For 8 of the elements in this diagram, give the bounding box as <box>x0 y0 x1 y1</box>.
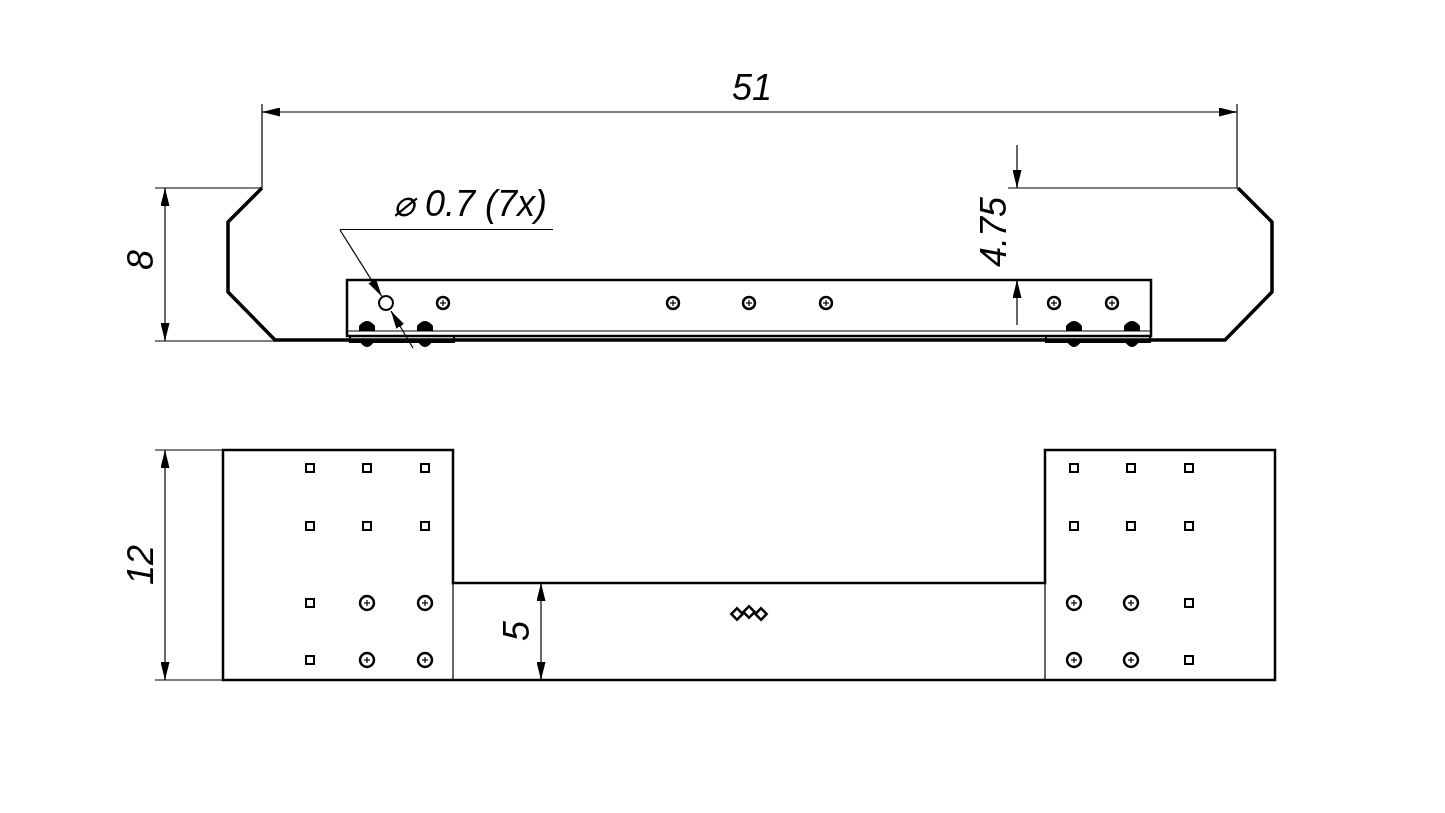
dimension-value: 12 <box>123 545 159 585</box>
dimension-value: 51 <box>732 70 773 106</box>
dimension-value: 8 <box>123 250 159 270</box>
dimension-value: 5 <box>499 621 535 641</box>
dimension-value: 4.75 <box>976 196 1013 268</box>
leader-line <box>339 229 383 297</box>
mounting-hole <box>378 295 394 311</box>
diameter-callout: ⌀ 0.7 (7x) <box>340 186 553 230</box>
